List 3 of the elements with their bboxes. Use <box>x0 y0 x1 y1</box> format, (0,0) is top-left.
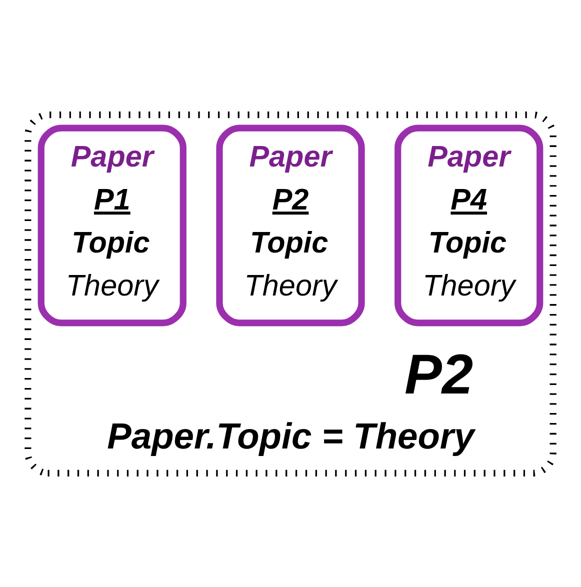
node-box: Paper P1 Topic Theory <box>38 124 186 326</box>
node-box: Paper P2 Topic Theory <box>216 124 365 326</box>
node-box: Paper P4 Topic Theory <box>394 124 544 326</box>
